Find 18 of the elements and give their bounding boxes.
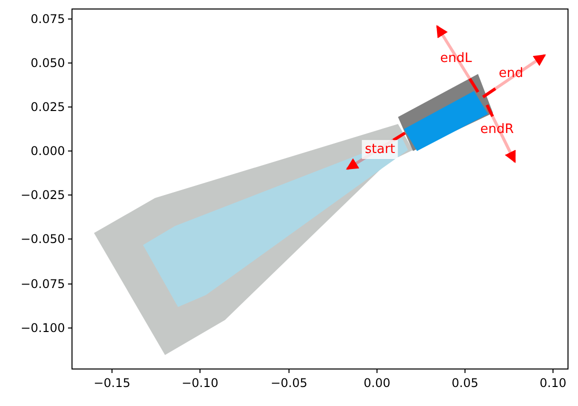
arrow-label: start bbox=[362, 140, 398, 159]
arrow-label: endR bbox=[480, 122, 514, 137]
tick-label: −0.075 bbox=[20, 277, 65, 291]
tick-label: −0.100 bbox=[20, 321, 65, 335]
tick-label: −0.050 bbox=[20, 232, 65, 246]
tick-label: 0.050 bbox=[30, 56, 65, 70]
tick-label: −0.10 bbox=[182, 376, 218, 390]
tick-label: −0.05 bbox=[270, 376, 308, 390]
arrow-label: endL bbox=[440, 51, 472, 66]
tick-label: 0.00 bbox=[364, 376, 390, 390]
tick-label: −0.15 bbox=[94, 376, 130, 390]
tick-label: 0.10 bbox=[540, 376, 566, 390]
tick-label: 0.05 bbox=[452, 376, 478, 390]
tick-label: 0.025 bbox=[30, 100, 65, 114]
tick-label: −0.025 bbox=[20, 188, 65, 202]
tick-label: 0.075 bbox=[30, 12, 65, 26]
arrow-label: end bbox=[498, 66, 524, 81]
tick-label: 0.000 bbox=[30, 144, 65, 158]
